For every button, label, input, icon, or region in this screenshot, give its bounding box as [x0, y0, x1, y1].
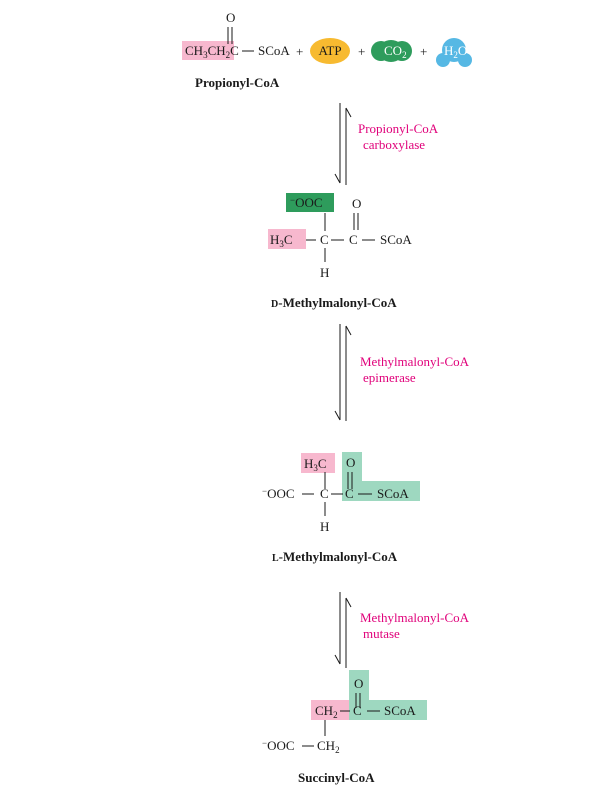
h2o-molecule: H2O: [436, 38, 472, 67]
plus-sign-2: +: [358, 44, 365, 59]
alpha-carbon: C: [320, 486, 329, 501]
propionyl-coa-reaction: O CH3CH2C SCoA + ATP + CO2 + H2O: [182, 10, 472, 90]
carbonyl-oxygen: O: [226, 10, 235, 25]
atp-label: ATP: [318, 43, 341, 58]
ooc-label: −OOC: [290, 195, 323, 210]
carbonyl-oxygen: O: [346, 455, 355, 470]
scoa-label: SCoA: [258, 43, 290, 58]
enzyme-3-line1: Methylmalonyl-CoA: [360, 610, 470, 625]
ooc-label: −OOC: [262, 486, 295, 501]
atp-blob: [310, 38, 350, 64]
propionyl-backbone: CH3CH2C: [185, 43, 239, 60]
hydrogen-label: H: [320, 519, 329, 534]
methyl-highlight: [301, 453, 335, 473]
carbonyl-oxygen: O: [352, 196, 361, 211]
propionyl-coa-name: Propionyl-CoA: [195, 75, 280, 90]
d-methylmalonyl-name: D-Methylmalonyl-CoA: [271, 295, 397, 310]
carbonyl-carbon: C: [345, 486, 354, 501]
methyl-label: H3C: [304, 456, 327, 473]
scoa-label: SCoA: [377, 486, 409, 501]
succinyl-coa: O CH2 C SCoA −OOC CH2 Succinyl-CoA: [262, 670, 427, 785]
reaction-arrow-1: [334, 103, 352, 185]
carbonyl-oxygen: O: [354, 676, 363, 691]
methyl-ethyl-highlight: [182, 41, 234, 60]
co2-molecule: CO2: [371, 40, 412, 62]
reaction-arrow-2: [334, 324, 352, 421]
ooc-label: −OOC: [262, 738, 295, 753]
reaction-arrow-3: [334, 592, 352, 668]
enzyme-2-line1: Methylmalonyl-CoA: [360, 354, 470, 369]
methylene-label: CH2: [315, 703, 338, 720]
enzyme-2-line2: epimerase: [363, 370, 416, 385]
methyl-highlight: [268, 229, 306, 249]
carboxyl-highlight: [286, 193, 334, 212]
methylene-label-2: CH2: [317, 738, 340, 755]
co2-label: CO2: [384, 43, 407, 60]
thioester-highlight: [349, 670, 427, 720]
l-methylmalonyl-coa: H3C O −OOC C C SCoA H L-Methylmalonyl-Co…: [262, 452, 420, 564]
enzyme-1-line2: carboxylase: [363, 137, 425, 152]
plus-sign-3: +: [420, 44, 427, 59]
scoa-label: SCoA: [384, 703, 416, 718]
methylene-highlight: [311, 700, 349, 720]
enzyme-1-line1: Propionyl-CoA: [358, 121, 439, 136]
alpha-carbon: C: [320, 232, 329, 247]
d-methylmalonyl-coa: −OOC O H3C C C SCoA H D-Methylmalonyl-Co…: [268, 193, 412, 310]
carbonyl-carbon: C: [349, 232, 358, 247]
carbonyl-carbon: C: [353, 703, 362, 718]
enzyme-3-line2: mutase: [363, 626, 400, 641]
plus-sign-1: +: [296, 44, 303, 59]
l-methylmalonyl-name: L-Methylmalonyl-CoA: [272, 549, 398, 564]
h2o-label: H2O: [444, 43, 467, 60]
thioester-highlight: [342, 452, 420, 501]
hydrogen-label: H: [320, 265, 329, 280]
methyl-label: H3C: [270, 232, 293, 249]
scoa-label: SCoA: [380, 232, 412, 247]
succinyl-coa-name: Succinyl-CoA: [298, 770, 375, 785]
